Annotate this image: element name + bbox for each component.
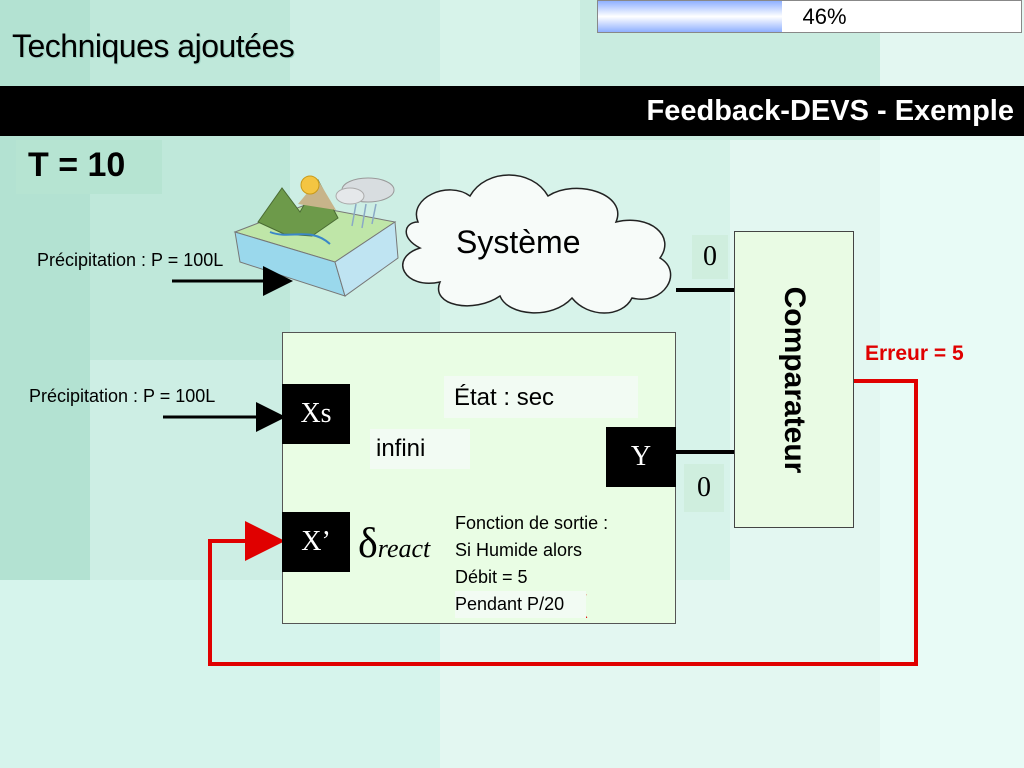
system-label: Système	[456, 224, 581, 260]
state-box	[444, 376, 638, 418]
page-title: Techniques ajoutées	[12, 28, 295, 64]
terrain-icon	[233, 175, 399, 297]
timer-box	[370, 429, 470, 469]
system-cloud-shape	[402, 174, 672, 314]
progress-label: 46%	[802, 4, 847, 29]
delta-subscript: react	[377, 534, 431, 563]
state-label: État : sec	[454, 384, 555, 411]
port-y: Y	[606, 427, 676, 487]
output-function-line: Si Humide alors	[455, 540, 583, 560]
system-output-value: 0	[692, 235, 728, 279]
output-function-line: Pendant P/20	[455, 591, 587, 618]
time-label: T = 10	[28, 146, 126, 184]
time-box	[16, 140, 162, 194]
progress-fill	[598, 1, 783, 32]
comparator-label: Comparateur	[778, 286, 811, 473]
output-function-line: Fonction de sortie :	[455, 513, 609, 533]
system-input-label: Précipitation : P = 100L	[37, 250, 224, 270]
progress-bar: 46%	[597, 0, 1022, 33]
port-xs: Xs	[282, 384, 350, 444]
error-label: Erreur = 5	[865, 342, 964, 365]
timer-label: infini	[376, 435, 426, 462]
output-function: Fonction de sortie : Si Humide alors Déb…	[455, 510, 608, 618]
model-output-value: 0	[684, 464, 724, 512]
model-input-label: Précipitation : P = 100L	[29, 386, 216, 406]
port-xprime: X’	[282, 512, 350, 572]
title-bar	[0, 86, 1024, 136]
slide-subtitle: Feedback-DEVS - Exemple	[646, 95, 1014, 127]
delta-react-symbol: δreact	[358, 520, 430, 568]
output-function-line: Débit = 5	[455, 567, 528, 587]
feedback-loop	[208, 379, 918, 666]
comparator-box: Comparateur	[734, 231, 854, 528]
delta-symbol: δ	[358, 521, 378, 567]
